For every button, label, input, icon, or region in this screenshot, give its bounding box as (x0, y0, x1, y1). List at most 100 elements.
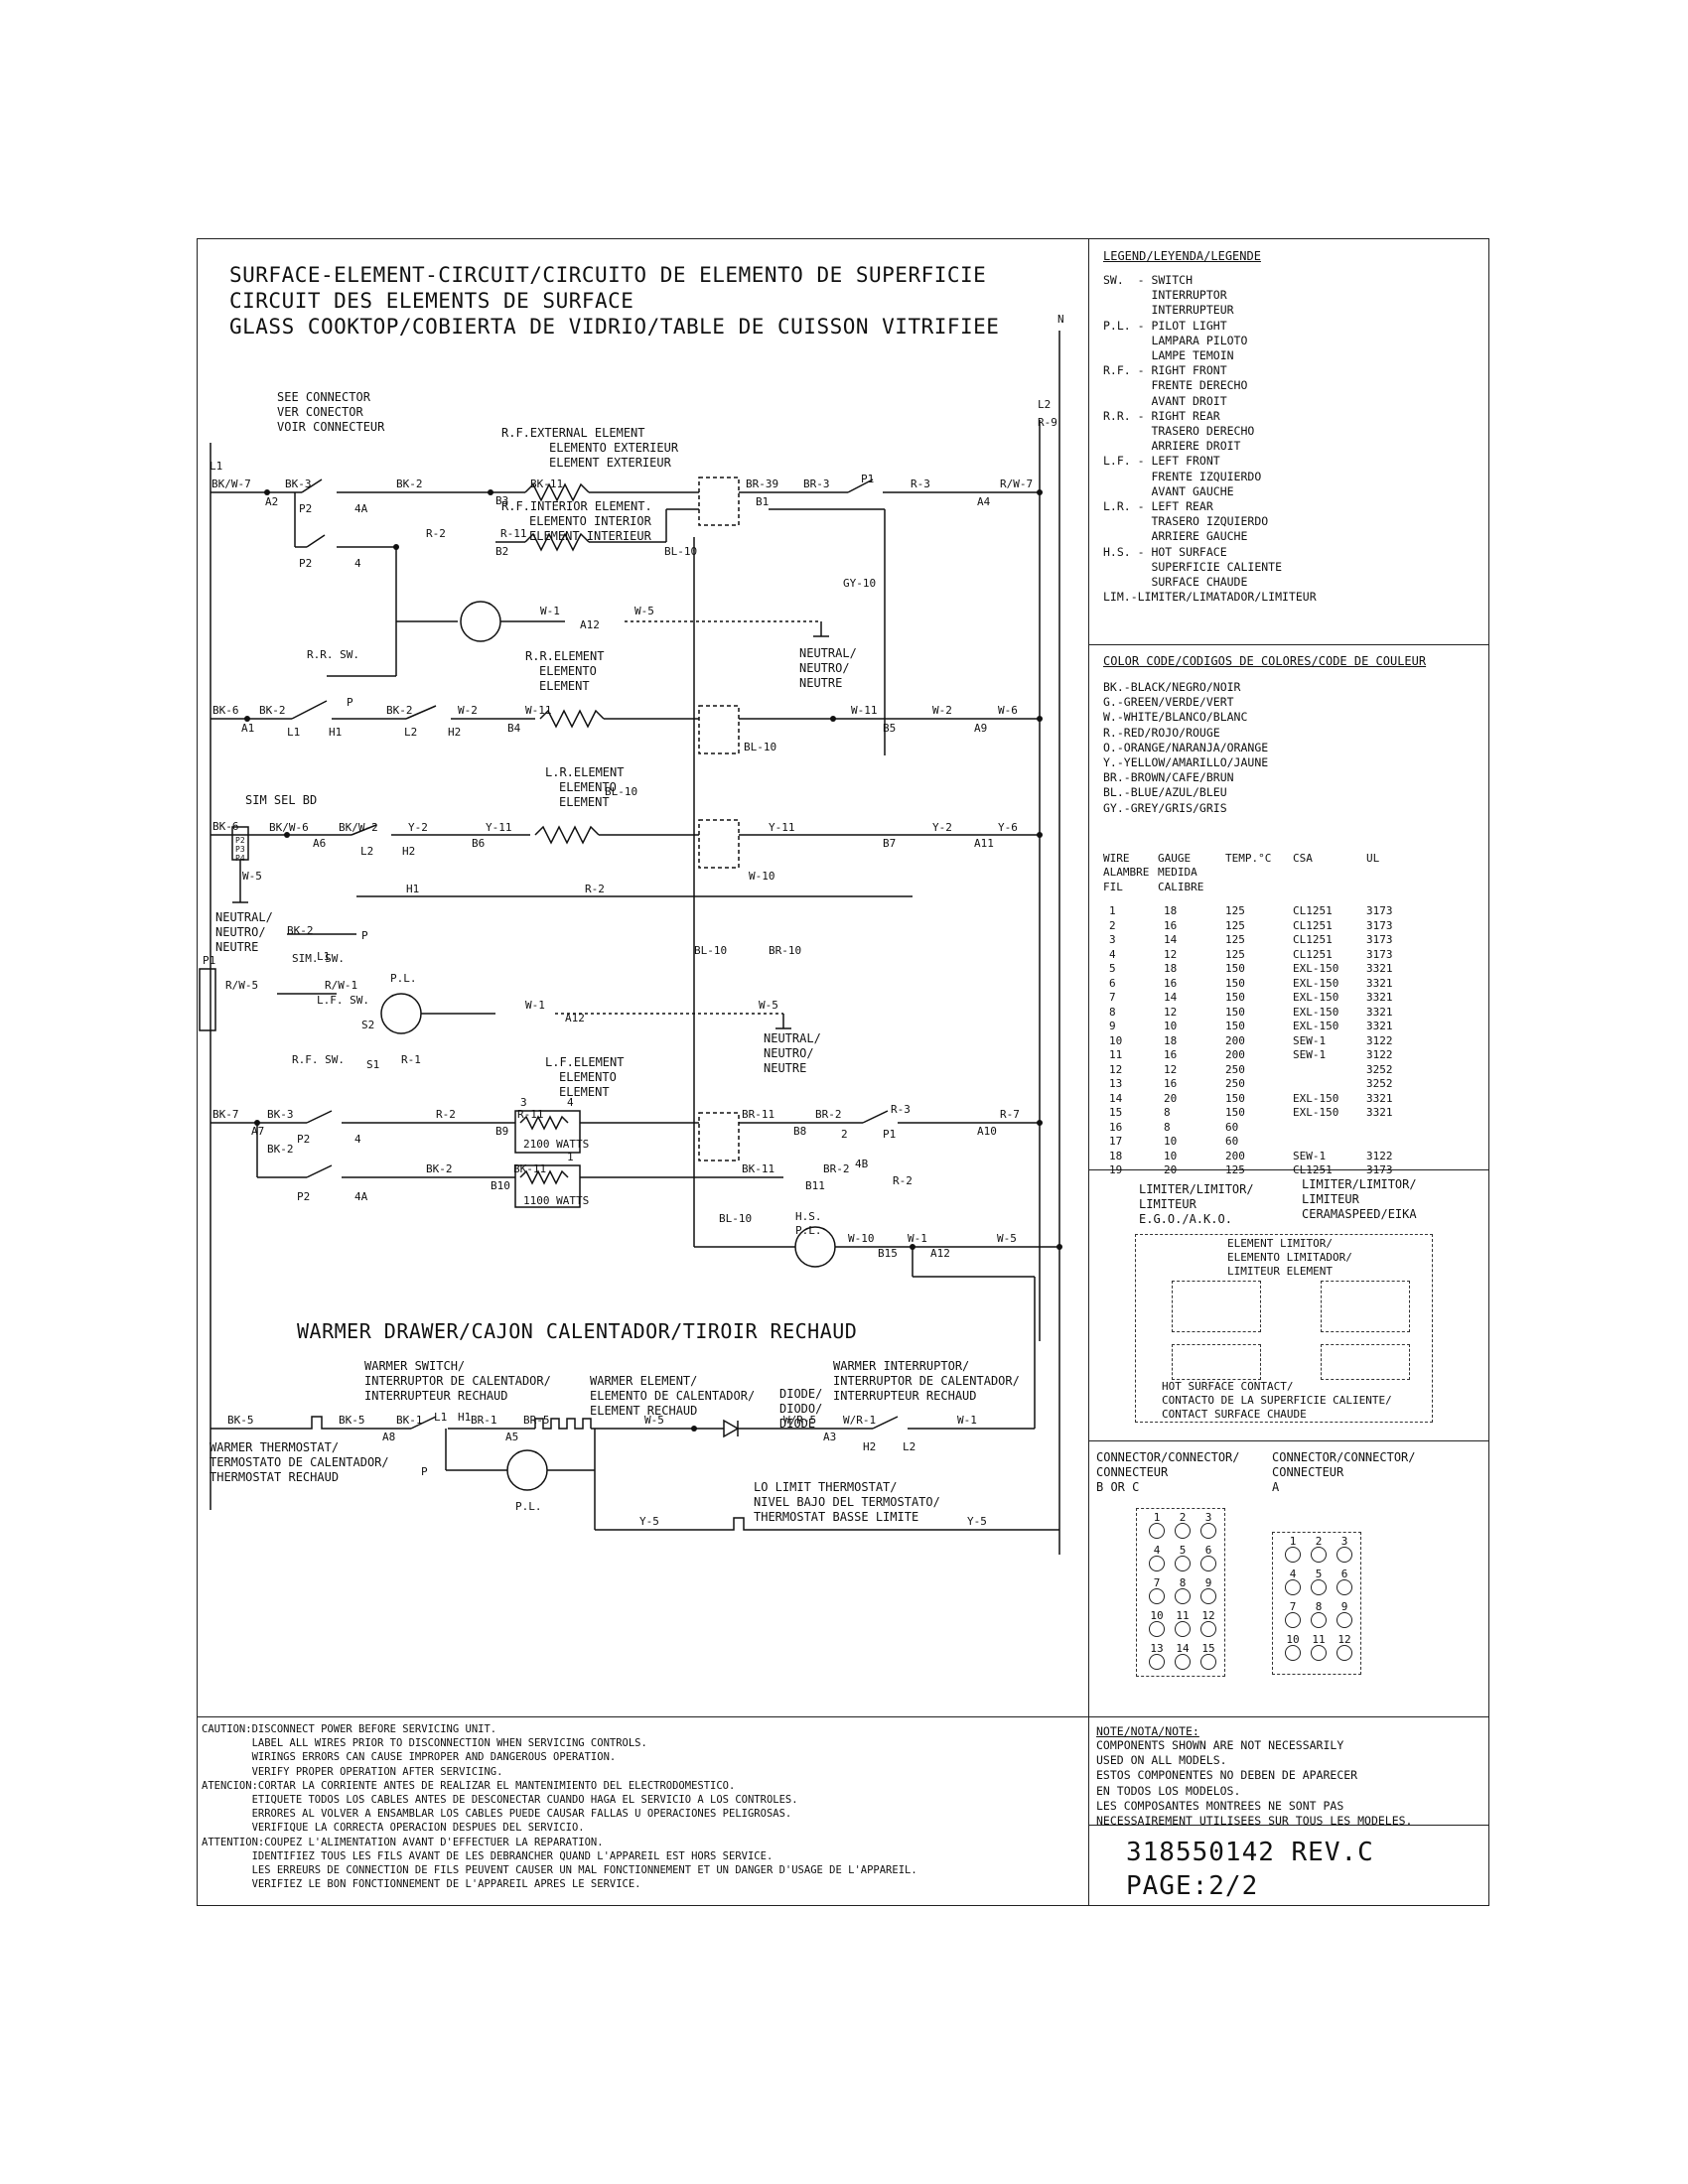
connector-pin-icon (1175, 1523, 1191, 1539)
connector-pin-label: 12 (1337, 1633, 1351, 1646)
table-cell: 3252 (1366, 1077, 1393, 1091)
legend-item: R.F. - RIGHT FRONT (1103, 363, 1227, 378)
legend-item: P.L. - PILOT LIGHT (1103, 318, 1227, 333)
table-cell: 3252 (1366, 1062, 1393, 1076)
caution-line: ERRORES AL VOLVER A ENSAMBLAR LOS CABLES… (202, 1808, 792, 1821)
wire-table-subheader: MEDIDA (1158, 866, 1197, 880)
svg-text:A11: A11 (974, 837, 994, 850)
connector-pin-icon (1200, 1556, 1216, 1571)
svg-text:W-6: W-6 (998, 704, 1018, 717)
svg-text:A1: A1 (241, 722, 254, 735)
legend-item: SW. - SWITCH (1103, 273, 1194, 287)
color-code-item: GY.-GREY/GRIS/GRIS (1103, 800, 1227, 815)
svg-text:P: P (421, 1465, 428, 1478)
table-cell: 3 (1109, 933, 1116, 947)
schematic-sheet: SURFACE-ELEMENT-CIRCUIT/CIRCUITO DE ELEM… (197, 238, 1489, 1906)
svg-text:A7: A7 (251, 1125, 264, 1138)
limiter-box: ELEMENT LIMITOR/ELEMENTO LIMITADOR/LIMIT… (1135, 1234, 1433, 1423)
table-cell: 150 (1225, 962, 1245, 976)
connector-pin-label: 3 (1340, 1535, 1348, 1548)
connector-pin-icon (1149, 1621, 1165, 1637)
table-cell: 150 (1225, 976, 1245, 990)
table-cell: 150 (1225, 1106, 1245, 1120)
connector-pin-label: 8 (1179, 1576, 1187, 1589)
connector-pin-label: 5 (1315, 1568, 1323, 1580)
table-cell: 17 (1109, 1135, 1123, 1149)
svg-text:R-2: R-2 (436, 1108, 456, 1121)
table-cell: 250 (1225, 1077, 1245, 1091)
wire-table-subheader: ALAMBRE (1103, 866, 1150, 880)
svg-text:R-2: R-2 (893, 1174, 913, 1187)
table-cell: 13 (1109, 1077, 1123, 1091)
table-cell: 18 (1109, 1149, 1123, 1162)
svg-text:P: P (361, 929, 368, 942)
table-cell: 10 (1109, 1033, 1123, 1047)
svg-text:4A: 4A (354, 502, 368, 515)
svg-text:R-3: R-3 (891, 1103, 911, 1116)
caution-line: VERIFIEZ LE BON FONCTIONNEMENT DE L'APPA… (202, 1878, 641, 1891)
svg-text:R-2: R-2 (585, 883, 605, 895)
diode-label: DIODE/DIODO/DIODE (779, 1387, 823, 1431)
table-cell (1293, 1135, 1366, 1150)
wire-table-header: UL (1366, 851, 1380, 865)
connector-pin-label: 2 (1179, 1511, 1187, 1524)
table-cell: 200 (1225, 1149, 1245, 1162)
connector-pin-icon (1175, 1654, 1191, 1670)
svg-text:B2: B2 (495, 545, 508, 558)
table-cell: 150 (1225, 1005, 1245, 1019)
table-cell: 8 (1164, 1106, 1171, 1120)
table-cell (1293, 1077, 1366, 1092)
svg-text:B11: B11 (805, 1179, 825, 1192)
color-code-item: BK.-BLACK/NEGRO/NOIR (1103, 680, 1241, 694)
connector-pin-label: 11 (1312, 1633, 1326, 1646)
connector-pin-label: 3 (1204, 1511, 1212, 1524)
svg-text:W-5: W-5 (242, 870, 262, 883)
connector-pin-label: 1 (1153, 1511, 1161, 1524)
svg-text:L1: L1 (210, 460, 222, 473)
connector-pin-label: 13 (1150, 1642, 1164, 1655)
table-cell: 20 (1164, 1091, 1178, 1105)
wire-table-subheader: CALIBRE (1158, 880, 1204, 893)
svg-text:L.F. SW.: L.F. SW. (317, 994, 369, 1007)
wire-table-header: TEMP.°C (1225, 851, 1272, 865)
svg-text:BK-5: BK-5 (227, 1414, 254, 1427)
svg-text:A3: A3 (823, 1431, 836, 1443)
connector-pin-icon (1336, 1612, 1352, 1628)
connector-pin-icon (1285, 1579, 1301, 1595)
legend-item: L.R. - LEFT REAR (1103, 499, 1213, 514)
legend-item: R.R. - RIGHT REAR (1103, 408, 1220, 423)
svg-text:BK-3: BK-3 (267, 1108, 294, 1121)
table-cell: 8 (1164, 1120, 1171, 1134)
table-cell: 12 (1164, 947, 1178, 961)
svg-text:BR-2: BR-2 (823, 1162, 850, 1175)
table-cell: 60 (1225, 1120, 1239, 1134)
svg-text:W-11: W-11 (851, 704, 878, 717)
svg-text:H1: H1 (406, 883, 419, 895)
color-code-item: G.-GREEN/VERDE/VERT (1103, 695, 1234, 710)
table-cell: 250 (1225, 1062, 1245, 1076)
svg-text:R.F. SW.: R.F. SW. (292, 1053, 345, 1066)
svg-text:H.S.: H.S. (795, 1210, 822, 1223)
color-code-item: BL.-BLUE/AZUL/BLEU (1103, 785, 1227, 800)
color-code-block: COLOR CODE/CODIGOS DE COLORES/CODE DE CO… (1103, 654, 1426, 816)
svg-text:A6: A6 (313, 837, 326, 850)
svg-text:W-10: W-10 (749, 870, 775, 883)
connector-pin-label: 12 (1201, 1609, 1215, 1622)
svg-text:A2: A2 (265, 495, 278, 508)
svg-text:L2: L2 (903, 1440, 915, 1453)
svg-text:BR-11: BR-11 (742, 1108, 774, 1121)
caution-line: ATENCION:CORTAR LA CORRIENTE ANTES DE RE… (202, 1779, 736, 1792)
connector-pin-icon (1175, 1621, 1191, 1637)
